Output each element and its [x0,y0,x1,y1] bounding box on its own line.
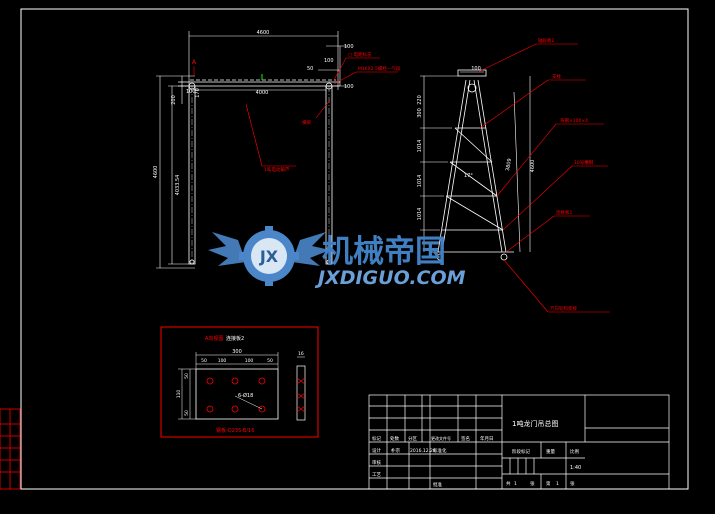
front-beam-dim: 4000 [256,90,269,96]
detail-dim-50-a: 50 [201,358,207,364]
tb-header-0: 标记 [372,435,381,442]
front-inner-height-dim: 4033.54 [175,175,181,196]
front-dim-50: 50 [307,66,313,72]
side-dim-220: 220 [417,95,423,105]
side-dim-1014-b: 1014 [417,175,423,188]
side-dim-3809: 3809 [505,158,513,172]
tb-total-value: 1 [514,481,517,487]
hole-leader [234,395,263,410]
tb-design-date: 2016.12.28 [410,448,436,454]
side-dim-1014-a: 1014 [417,140,423,153]
detail-hole-note: 6-Ø18 [238,392,253,399]
brand-cn: 机械帝国 [322,234,446,270]
side-angle: 17° [464,173,473,179]
detail-dim-100-b: 100 [245,358,254,364]
tb-header-2: 分区 [408,435,417,442]
tb-page-value: 1 [556,481,559,487]
tb-page-label: 第 [546,480,551,487]
tb-weight-label: 重量 [546,448,555,455]
side-note-1: 轴段板2 [538,37,554,44]
binding-strip [0,408,21,490]
front-dim-200: 200 [171,95,177,105]
tb-designer: 朴宗 [391,447,400,454]
tb-scale-value: 1:40 [570,465,581,471]
front-view: 4600 4000 460 [153,30,401,269]
front-dim-100-left: 100 [186,89,196,95]
front-dim-100-top: 100 [344,44,354,50]
front-label-a: A [192,59,197,66]
detail-dim-300: 300 [232,349,242,355]
side-note-5: 连接板1 [556,209,572,216]
side-view: 100 220 300 1014 1014 1014 3809 4600 17°… [417,37,610,313]
detail-title: 连接板2 [226,335,244,342]
front-dim-170: 170 [195,88,201,98]
side-note-4: 10号槽钢 [574,159,594,166]
detail-dim-50-b: 50 [267,358,273,364]
detail-footer: 钢板-Q235-B/16 [216,427,254,434]
front-dim-100-right: 100 [344,84,354,90]
gear-inner [251,238,287,274]
detail-view: A向视图 连接板2 6-Ø18 300 50 100 100 50 [160,326,319,438]
detail-dim-100-a: 100 [218,358,227,364]
tb-page-unit: 张 [570,480,575,487]
side-note-2: 支柱 [552,73,561,80]
tb-header-3: 更改文件号 [431,435,451,441]
drawing-frame [20,8,689,490]
side-dim-100: 100 [471,66,481,72]
tb-header-1: 处数 [390,435,399,442]
front-leader-note-4: 1吨电动葡芦 [264,166,290,173]
detail-plate [195,368,279,420]
detail-dim-50-c: 50 [184,373,190,379]
tb-header-4: 签名 [461,435,470,442]
front-dim-100-mid: 100 [324,58,334,64]
left-wing [208,232,246,266]
title-block: 1吨龙门吊总图 标记 处数 分区 更改文件号 签名 年月日 设计 朴宗 2016… [368,394,670,490]
drawing-name: 1吨龙门吊总图 [512,419,558,428]
tb-process: 工艺 [372,472,381,478]
detail-dim-110: 110 [176,390,182,399]
logo-letters: JX [259,247,279,266]
detail-title-prefix: A向视图 [205,335,223,342]
side-dim-300: 300 [417,108,423,118]
detail-dim-16: 16 [298,351,304,357]
side-dim-4600: 4600 [530,160,536,173]
tb-scale-label: 比例 [570,448,579,455]
side-dim-1014-c: 1014 [417,208,423,221]
tb-check: 审核 [372,459,381,466]
brand-url: JXDIGUO.COM [314,267,466,289]
front-top-dim: 4600 [257,30,270,36]
tb-total-label: 共 [506,480,511,487]
watermark: JX 机械帝国 JXDIGUO.COM [208,226,466,289]
detail-frame [160,326,319,438]
tb-design-label: 设计 [372,447,381,454]
front-leader-note-2: M16X2.5螺栓—气段 [358,65,401,72]
tb-sheet-label: 张 [530,480,535,487]
detail-dim-50-d: 50 [184,410,190,416]
tb-standardization: 标准化 [433,447,447,454]
front-height-dim: 4600 [153,166,159,179]
side-note-3: 弯钢×100×4 [560,117,588,124]
right-wing [292,232,330,266]
front-leader-note-1: □ 电距标志 [348,51,372,58]
front-leader-note-3: 横梁 [302,119,311,126]
tb-approve: 批准 [433,481,442,488]
tb-header-5: 年月日 [480,435,494,442]
tb-stage-label: 阶段标记 [512,448,530,455]
side-note-6: 万向轮和焦接 [550,305,577,312]
